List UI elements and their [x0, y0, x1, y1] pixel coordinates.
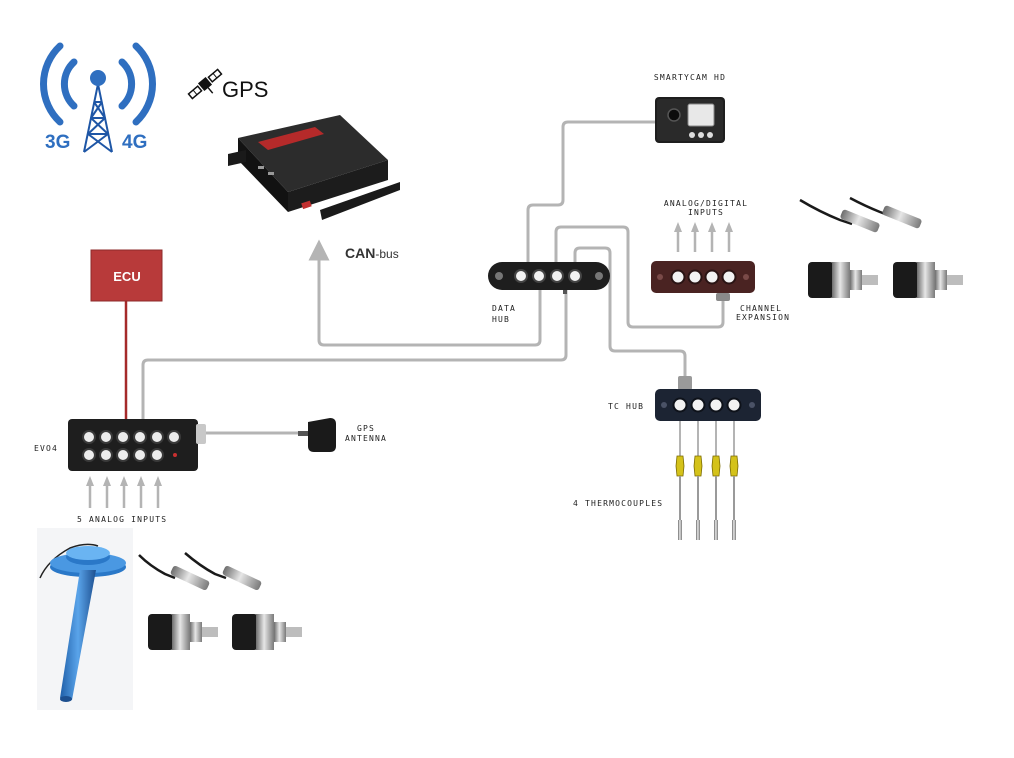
cable-hub-to-tchub [573, 246, 687, 387]
telemetry-device [228, 115, 400, 220]
network-4g-label: 4G [122, 132, 147, 153]
ecu-label: ECU [113, 269, 140, 284]
pressure-sensor-left-1 [148, 614, 218, 650]
ecu-box [90, 249, 163, 302]
network-3g-label: 3G [45, 132, 70, 153]
can-bus-label-bold: CAN [345, 245, 375, 261]
cable-hub-to-evo4 [141, 288, 568, 427]
cell-tower-icon: 3G 4G [40, 42, 156, 153]
pressure-sensor-right-1 [808, 262, 878, 298]
gps-antenna-device [298, 418, 336, 452]
thermocouples-label: 4 THERMOCOUPLES [573, 499, 663, 508]
cable-hub-to-expansion [554, 225, 725, 329]
data-hub-label-line2: HUB [492, 315, 510, 324]
channel-expansion-device [651, 261, 755, 301]
data-hub-device [488, 262, 610, 294]
satellite-icon [187, 68, 223, 100]
cables [141, 120, 725, 435]
cable-hub-to-smartycam [526, 120, 667, 264]
analog-input-arrows [86, 476, 162, 508]
smartycam-label: SMARTYCAM HD [654, 73, 726, 82]
channel-expansion-label-line1: CHANNEL [740, 304, 782, 313]
expansion-input-arrows [674, 222, 733, 252]
sensor-cables-left [138, 552, 227, 580]
gps-label: GPS [222, 77, 268, 102]
channel-expansion-label-line2: EXPANSION [736, 313, 790, 322]
evo4-device [68, 419, 206, 471]
svg-text:CAN-bus: CAN-bus [345, 245, 399, 261]
can-bus-label-rest: -bus [375, 247, 398, 261]
gps-antenna-label-line2: ANTENNA [345, 434, 387, 443]
gps-antenna-label-line1: GPS [357, 424, 375, 433]
tc-hub-label: TC HUB [608, 402, 644, 411]
cable-hub-to-canbus [308, 239, 542, 347]
sensor-springs-right [840, 205, 922, 233]
pressure-sensor-right-2 [893, 262, 963, 298]
pressure-sensor-left-2 [232, 614, 302, 650]
sensor-springs-left [170, 566, 262, 590]
analog-inputs-label: 5 ANALOG INPUTS [77, 515, 167, 524]
thermocouple-wires [679, 421, 735, 456]
analog-digital-label-line1: ANALOG/DIGITAL [664, 199, 748, 208]
tc-hub-device [655, 376, 761, 421]
sensor-cables-right [799, 196, 897, 226]
smartycam-device [655, 97, 725, 143]
analog-digital-label-line2: INPUTS [688, 208, 724, 217]
data-hub-label-line1: DATA [492, 304, 516, 313]
thermocouples [675, 455, 739, 540]
fuel-probe-photo [37, 528, 133, 710]
evo4-label: EVO4 [34, 444, 58, 453]
